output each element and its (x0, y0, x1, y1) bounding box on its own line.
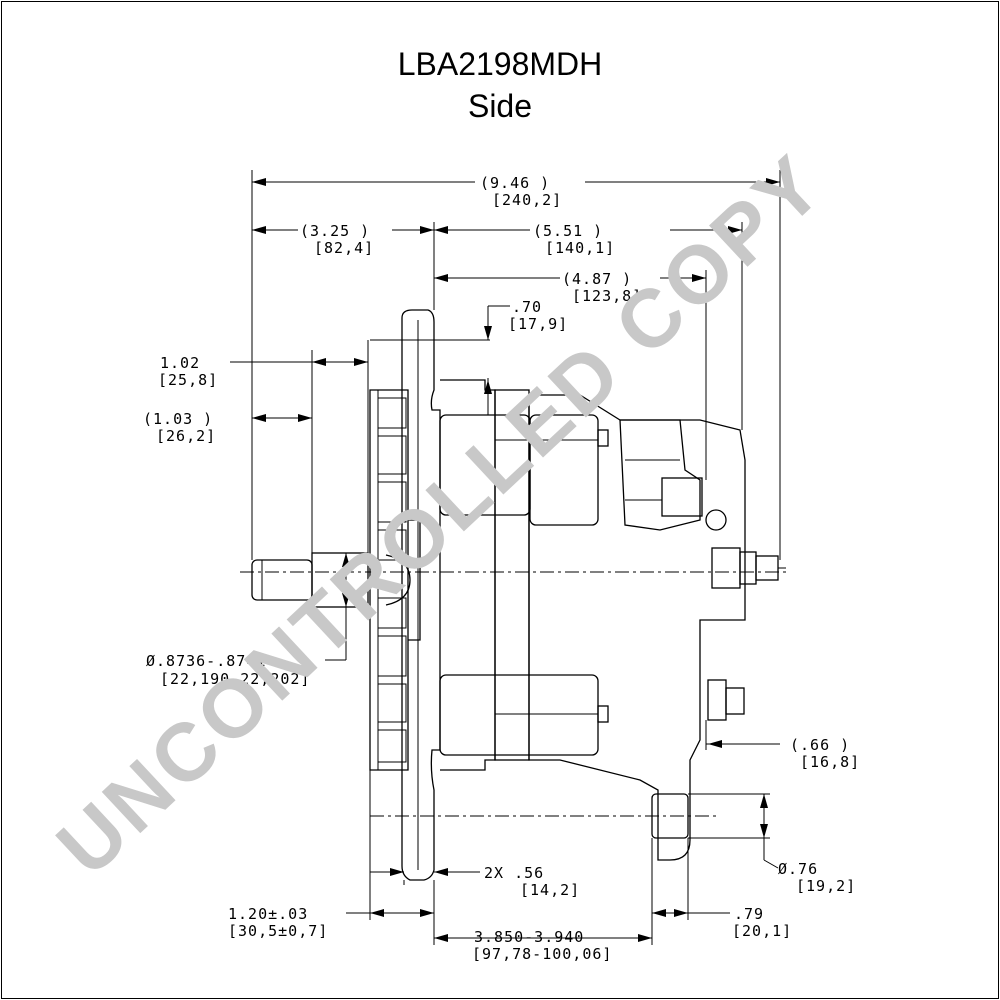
dim-mount-mm: [97,78-100,06] (472, 945, 612, 963)
dim-foot-inch: .79 (734, 905, 764, 923)
dim-overall-mm: [240,2] (492, 191, 562, 209)
dim-offset-inch: .70 (512, 298, 542, 316)
lower-bolt-boss (439, 674, 599, 756)
dim-rear-mm: [140,1] (545, 239, 615, 257)
dim-mount-inch: 3.850-3.940 (474, 928, 584, 946)
dim-flange-inch: 2X .56 (484, 864, 544, 882)
fan-pulley (369, 389, 409, 771)
dim-shaft-length-inch: 1.02 (160, 354, 200, 372)
connector-plug (661, 477, 703, 517)
ground-terminal (707, 679, 745, 721)
dim-foot-mm: [20,1] (732, 922, 792, 940)
dim-hole-diameter-mm: [19,2] (796, 877, 856, 895)
dimension-lines (230, 170, 781, 945)
regulator (619, 419, 701, 531)
dim-shaft-extension-mm: [26,2] (156, 427, 216, 445)
dim-pulley-offset-inch: 1.20±.03 (228, 905, 308, 923)
dim-hole-diameter-inch: Ø.76 (778, 860, 818, 878)
center-lines (240, 571, 790, 817)
dim-shaft-extension-inch: (1.03 ) (143, 410, 213, 428)
part-number-title: LBA2198MDH (397, 46, 603, 82)
dim-pulley-offset-mm: [30,5±0,7] (228, 922, 328, 940)
dim-body-mm: [123,8] (572, 287, 642, 305)
uncontrolled-copy-watermark: UNCONTROLLED COPY (40, 137, 841, 893)
dim-body-inch: (4.87 ) (562, 270, 632, 288)
dim-overall-inch: (9.46 ) (480, 174, 550, 192)
dim-front-mm: [82,4] (314, 239, 374, 257)
dim-flange-mm: [14,2] (520, 881, 580, 899)
dim-shaft-diameter-mm: [22,190-22,202] (160, 670, 310, 688)
dim-shaft-diameter-inch: Ø.8736-.8741 (146, 652, 266, 670)
rear-housing (528, 394, 746, 861)
dim-front-inch: (3.25 ) (300, 222, 370, 240)
dim-offset-mm: [17,9] (508, 315, 568, 333)
output-terminal (705, 509, 786, 589)
dim-terminal-inch: (.66 ) (790, 736, 850, 754)
view-label: Side (467, 88, 533, 124)
shaft-collar (311, 552, 369, 608)
dimension-labels: (9.46 ) [240,2] (3.25 ) [82,4] (5.51 ) [… (143, 174, 860, 963)
dim-terminal-mm: [16,8] (800, 753, 860, 771)
dim-shaft-length-mm: [25,8] (158, 371, 218, 389)
dim-rear-inch: (5.51 ) (533, 222, 603, 240)
alternator-outline (251, 309, 786, 881)
